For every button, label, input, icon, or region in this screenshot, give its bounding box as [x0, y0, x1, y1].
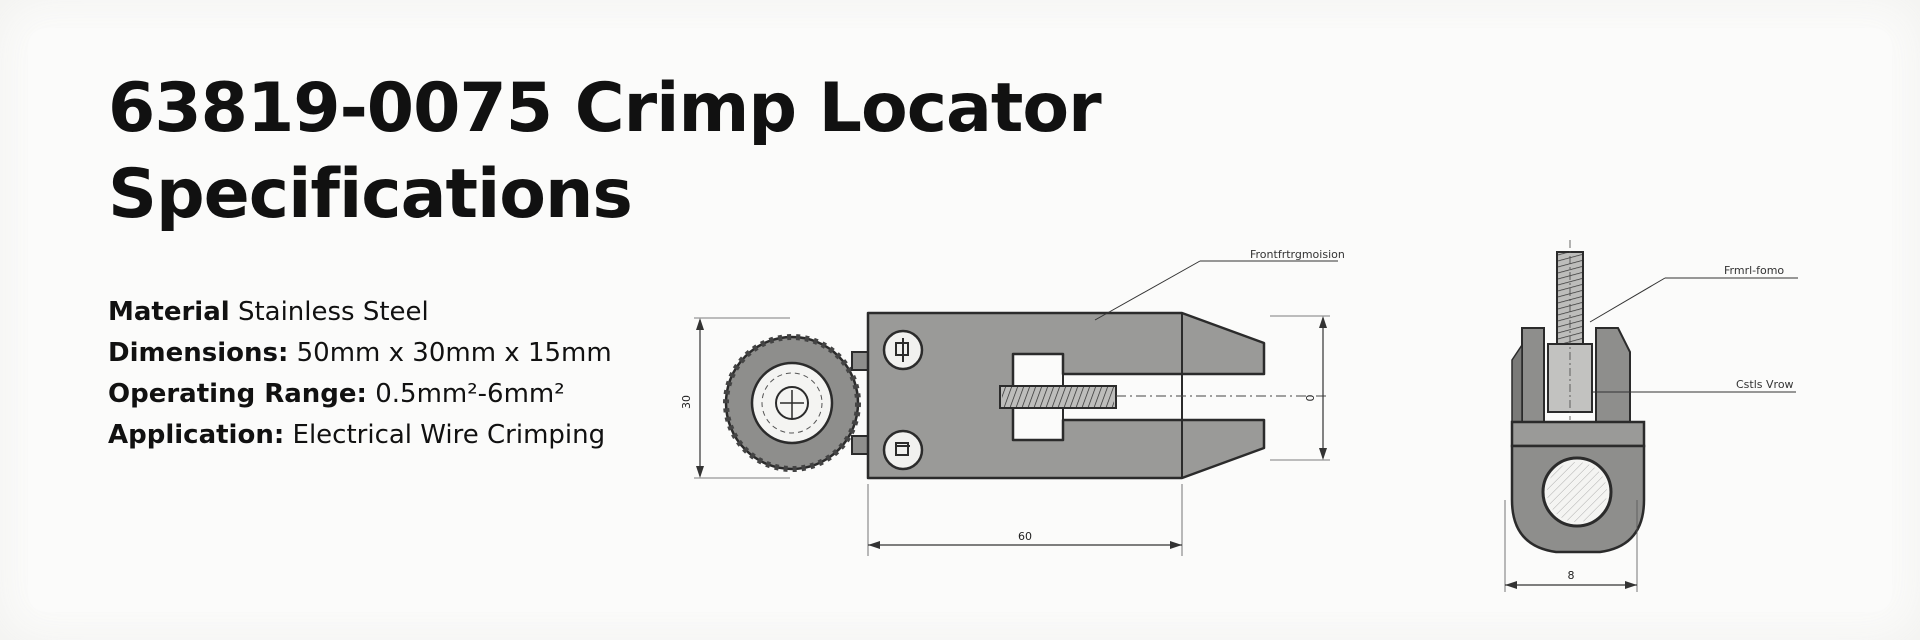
- side-bolt: [1547, 240, 1593, 420]
- spec-list: Material Stainless Steel Dimensions: 50m…: [108, 292, 628, 456]
- side-dim-value: 8: [1568, 569, 1575, 582]
- title-line-1: 63819-0075 Crimp Locator: [108, 69, 1102, 148]
- spec-value: 0.5mm²-6mm²: [375, 379, 565, 409]
- dimension-right-height: 0: [1270, 315, 1330, 461]
- front-view: Frontfrtrgmoision 30 0 60: [680, 248, 1345, 556]
- dim-width-value: 60: [1018, 530, 1032, 543]
- spec-row-dimensions: Dimensions: 50mm x 30mm x 15mm: [108, 333, 628, 374]
- spec-value: Electrical Wire Crimping: [292, 420, 606, 450]
- side-callout-top: Frmrl-fomo: [1724, 264, 1784, 277]
- spec-row-material: Material Stainless Steel: [108, 292, 628, 333]
- spec-value: Stainless Steel: [237, 297, 429, 327]
- dimension-width: 60: [867, 484, 1183, 556]
- spec-label: Application:: [108, 420, 285, 450]
- dim-left-value: 30: [680, 395, 693, 409]
- dim-right-value: 0: [1304, 395, 1317, 402]
- spec-row-operating-range: Operating Range: 0.5mm²-6mm²: [108, 374, 628, 415]
- spec-label: Dimensions:: [108, 338, 289, 368]
- spec-row-application: Application: Electrical Wire Crimping: [108, 415, 628, 456]
- locator-body: [866, 311, 1266, 480]
- side-dimension-width: 8: [1504, 500, 1638, 592]
- spec-label: Material: [108, 297, 230, 327]
- page-title: 63819-0075 Crimp Locator Specifications: [108, 66, 1108, 238]
- front-callout-label: Frontfrtrgmoision: [1250, 248, 1345, 261]
- spec-label: Operating Range:: [108, 379, 367, 409]
- title-line-2: Specifications: [108, 155, 633, 234]
- side-callout-mid: Cstls Vrow: [1736, 378, 1794, 391]
- spec-value: 50mm x 30mm x 15mm: [296, 338, 612, 368]
- knurled-wheel: [723, 334, 861, 472]
- mount-screw-bottom: [882, 429, 924, 471]
- adjust-screw: [999, 385, 1330, 409]
- dimension-left-height: 30: [680, 317, 790, 479]
- side-view: Frmrl-fomo Cstls Vrow 8: [1504, 240, 1798, 592]
- mount-screw-top: [882, 329, 924, 371]
